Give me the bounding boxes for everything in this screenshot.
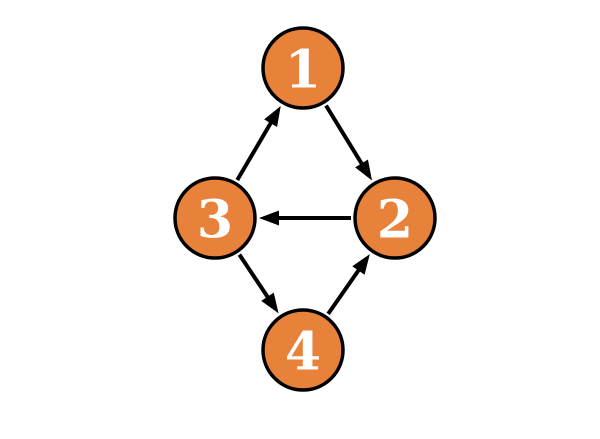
arrowhead-icon — [261, 292, 279, 314]
arrowhead-icon — [355, 159, 372, 181]
graph-node-2[interactable]: 2 — [353, 176, 437, 260]
edge-layer — [235, 104, 372, 316]
arrowhead-icon — [352, 254, 370, 275]
graph-edge-4-to-2 — [326, 254, 370, 316]
node-layer: 1 2 3 4 — [173, 26, 437, 392]
edge-line — [235, 120, 274, 182]
graph-edge-3-to-1 — [235, 105, 281, 182]
node-circle[interactable] — [173, 176, 257, 260]
node-label: 2 — [377, 190, 413, 251]
edge-line — [324, 104, 365, 166]
node-circle[interactable] — [261, 308, 345, 392]
graph-node-4[interactable]: 4 — [261, 308, 345, 392]
node-circle[interactable] — [353, 176, 437, 260]
edge-line — [237, 253, 270, 300]
arrowhead-icon — [264, 105, 281, 127]
arrowhead-icon — [259, 210, 279, 226]
graph-node-3[interactable]: 3 — [173, 176, 257, 260]
node-label: 4 — [285, 322, 321, 383]
graph-node-1[interactable]: 1 — [261, 26, 345, 110]
graph-edge-1-to-2 — [324, 104, 372, 181]
node-label: 1 — [285, 40, 321, 101]
graph-edge-3-to-4 — [237, 253, 279, 314]
node-label: 3 — [197, 190, 233, 251]
graph-edge-2-to-3 — [259, 210, 351, 226]
node-circle[interactable] — [261, 26, 345, 110]
edge-line — [326, 268, 361, 316]
